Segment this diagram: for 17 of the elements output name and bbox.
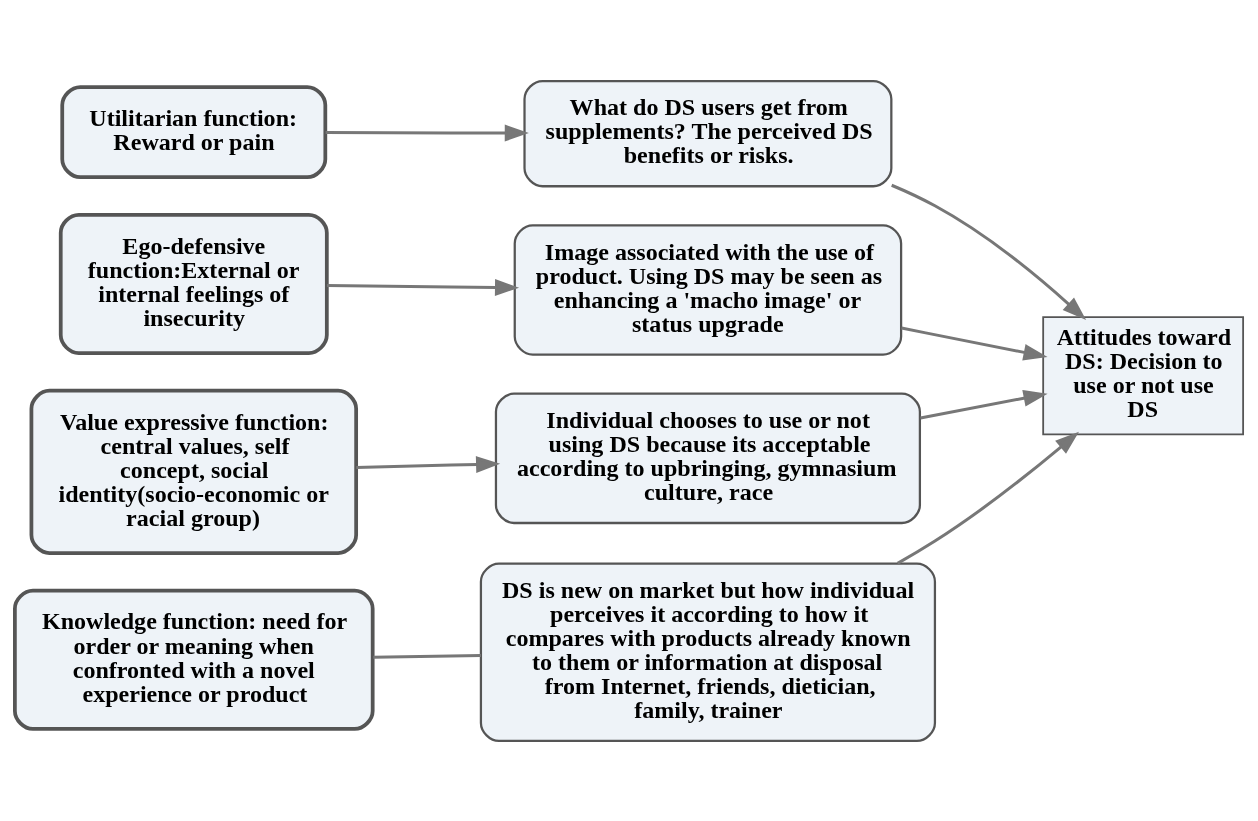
arrow [901,326,1048,361]
node-box: Individual chooses to use or not using DS because its acceptable according to upbringing, gymnasium culture, race [494,392,922,524]
arrow [356,455,501,473]
arrow [891,183,1087,320]
node-box: Image associated with the use of product. Using DS may be seen as enhancing a 'macho image' or status upgrade [513,223,903,356]
arrow [920,389,1048,419]
node-box: DS is new on market but how individual perceives it according to how it compares with products already known to them or information at disposal from Internet, friends, dietician, family, trainer [479,561,937,742]
node-box: Knowledge function: need for order or meaning when confronted with a novel experience or product [13,588,375,731]
node-box: Attitudes toward DS: Decision to use or not use DS [1042,315,1244,435]
connector [373,653,481,659]
arrow [896,431,1079,565]
node-box: What do DS users get from supplements? The perceived DS benefits or risks. [523,79,893,187]
node-box: Utilitarian function: Reward or pain [60,84,328,179]
arrow [326,278,520,296]
node-box: Ego-defensive function:External or internal feelings of insecurity [58,212,329,355]
node-box: Value expressive function: central values, self concept, social identity(socio-economic or racial group) [29,388,358,555]
arrow [325,124,529,141]
